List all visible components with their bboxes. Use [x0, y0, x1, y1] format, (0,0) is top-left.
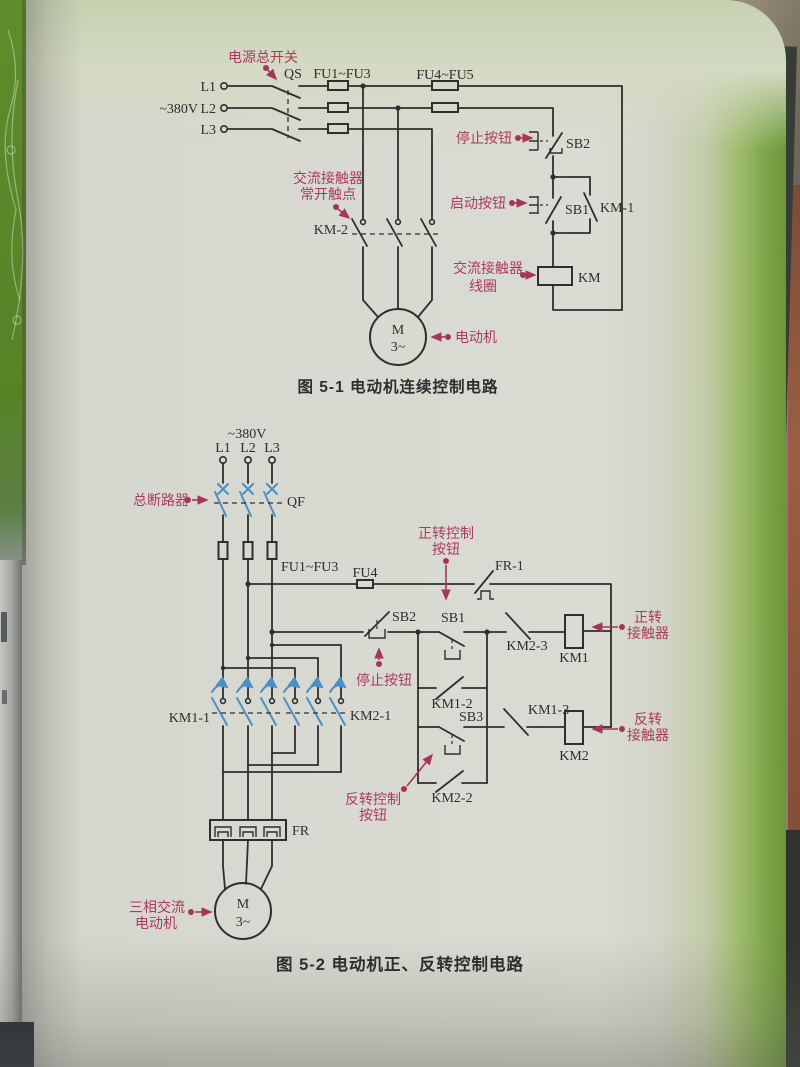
fig2-motor-phase: 3~	[236, 915, 251, 930]
fig1-ann-coil-2: 线圈	[469, 279, 497, 295]
fig1-label-sb1: SB1	[565, 203, 589, 218]
km2-2-holding	[417, 770, 488, 793]
fig2-label-fr: FR	[292, 824, 310, 839]
figure-5-1: L1 L2 L3 ~380V QS FU1~FU3 FU4~FU5 KM-2 S…	[159, 50, 634, 396]
km2-3-interlock	[486, 612, 612, 640]
start-button-sb1	[529, 176, 562, 268]
stop-button-sb2	[368, 620, 386, 639]
fig2-label-sb2: SB2	[392, 610, 416, 625]
fig2-caption: 图 5-2 电动机正、反转控制电路	[276, 954, 524, 974]
fuse-fu4	[356, 579, 374, 589]
gutter-shadow	[22, 0, 84, 1067]
km2-coil	[564, 710, 584, 745]
fig2-label-km1-1: KM1-1	[169, 711, 210, 726]
fig2-label-l1: L1	[215, 441, 231, 456]
fig2-label-fu1-3: FU1~FU3	[281, 560, 338, 575]
fig1-label-sb2: SB2	[566, 137, 590, 152]
km-1-holding-contact	[552, 176, 598, 234]
fig1-label-voltage: ~380V	[159, 102, 198, 117]
fig2-label-km1-2: KM1-2	[431, 697, 472, 712]
km1-3-interlock	[486, 708, 612, 736]
fig2-ann-rev-cont-1: 反转	[634, 712, 662, 728]
km1-2-holding	[417, 676, 488, 700]
fig2-label-km2: KM2	[559, 749, 589, 764]
reverse-button-sb3	[417, 726, 488, 755]
fig2-label-qf: QF	[287, 495, 305, 510]
fig2-ann-motor-2: 电动机	[135, 916, 177, 932]
fig2-label-voltage: ~380V	[228, 427, 267, 442]
fuse-group-fu1-fu3	[327, 80, 349, 134]
fig2-label-fu4: FU4	[353, 566, 378, 581]
cover-pattern	[4, 29, 24, 341]
km-coil	[537, 266, 573, 286]
fig2-label-sb3: SB3	[459, 710, 483, 725]
fig2-label-km2-3: KM2-3	[506, 639, 547, 654]
fig1-label-fu4-5: FU4~FU5	[416, 68, 473, 83]
fig1-label-l3: L3	[200, 123, 216, 138]
fig2-ann-fwd-btn-1: 正转控制	[418, 526, 474, 542]
fig2-label-km2-2: KM2-2	[431, 791, 472, 806]
terminal-l3	[220, 125, 229, 134]
fig2-ann-fwd-btn-2: 按钮	[432, 542, 460, 558]
fig1-ann-main-switch: 电源总开关	[228, 50, 298, 66]
fig2-label-km1: KM1	[559, 651, 589, 666]
fig1-motor-m: M	[392, 323, 405, 338]
fig2-label-fr-1: FR-1	[495, 559, 524, 574]
fig1-label-km-1: KM-1	[600, 201, 634, 216]
fig1-caption: 图 5-1 电动机连续控制电路	[297, 377, 498, 396]
km1-1-km2-1-main-contacts	[211, 676, 349, 726]
terminal-l2	[220, 104, 229, 113]
facing-page-text-specks	[1, 612, 7, 704]
fig1-ann-start: 启动按钮	[450, 196, 506, 212]
figure-5-2: ~380V L1 L2 L3 QF FU1~FU3 FU4 FR-1 SB2 S…	[129, 427, 669, 974]
fig1-motor-phase: 3~	[391, 340, 406, 355]
fig2-ann-rev-btn-1: 反转控制	[345, 792, 401, 808]
fig2-label-sb1: SB1	[441, 611, 465, 626]
fig2-ann-motor-1: 三相交流	[129, 899, 185, 916]
fig1-ann-no-contact-1: 交流接触器	[293, 170, 363, 187]
fig2-label-km2-1: KM2-1	[350, 709, 391, 724]
km-2-main-contacts	[351, 218, 441, 247]
motor-symbol	[214, 882, 272, 940]
fig1-label-l2: L2	[200, 102, 216, 117]
terminal-l1	[220, 82, 229, 91]
fig1-label-fu1-3: FU1~FU3	[313, 67, 370, 82]
fig2-ann-fwd-cont-2: 接触器	[627, 625, 669, 642]
forward-button-sb1	[417, 631, 488, 660]
fig1-ann-coil-1: 交流接触器	[453, 260, 523, 277]
thermal-relay-fr	[209, 819, 287, 841]
km1-coil	[564, 614, 584, 649]
fig1-label-l1: L1	[200, 80, 216, 95]
fig2-ann-rev-btn-2: 按钮	[359, 808, 387, 824]
cover-corner	[0, 1022, 34, 1067]
facing-page-edge	[0, 560, 22, 1067]
qf-breaker	[214, 483, 282, 517]
fig2-ann-fwd-cont-1: 正转	[634, 610, 662, 626]
fig1-ann-motor: 电动机	[455, 330, 497, 346]
fig1-label-km-2: KM-2	[314, 223, 348, 238]
page-bottom-shadow	[0, 935, 800, 1067]
front-cover-left-edge	[0, 0, 26, 565]
fig1-label-qs: QS	[284, 67, 302, 82]
fig2-ann-breaker: 总断路器	[133, 493, 189, 509]
motor-symbol	[369, 308, 427, 366]
fig2-label-l3: L3	[264, 441, 280, 456]
stop-button-sb2	[529, 131, 563, 159]
fig2-ann-rev-cont-2: 接触器	[627, 727, 669, 744]
fig1-ann-no-contact-2: 常开触点	[300, 187, 356, 203]
fuse-group-fu4-fu5	[431, 80, 459, 113]
fuse-group-fu1-fu3	[217, 541, 278, 560]
fig1-ann-stop: 停止按钮	[456, 130, 512, 147]
fig1-label-km: KM	[578, 271, 601, 286]
fig2-label-l2: L2	[240, 441, 256, 456]
fig2-label-km1-3: KM1-3	[528, 703, 569, 718]
fig2-motor-m: M	[237, 897, 250, 912]
back-book-edge	[788, 185, 800, 845]
fig2-ann-stop: 停止按钮	[356, 672, 412, 689]
thermal-contact-fr-1	[474, 570, 494, 600]
